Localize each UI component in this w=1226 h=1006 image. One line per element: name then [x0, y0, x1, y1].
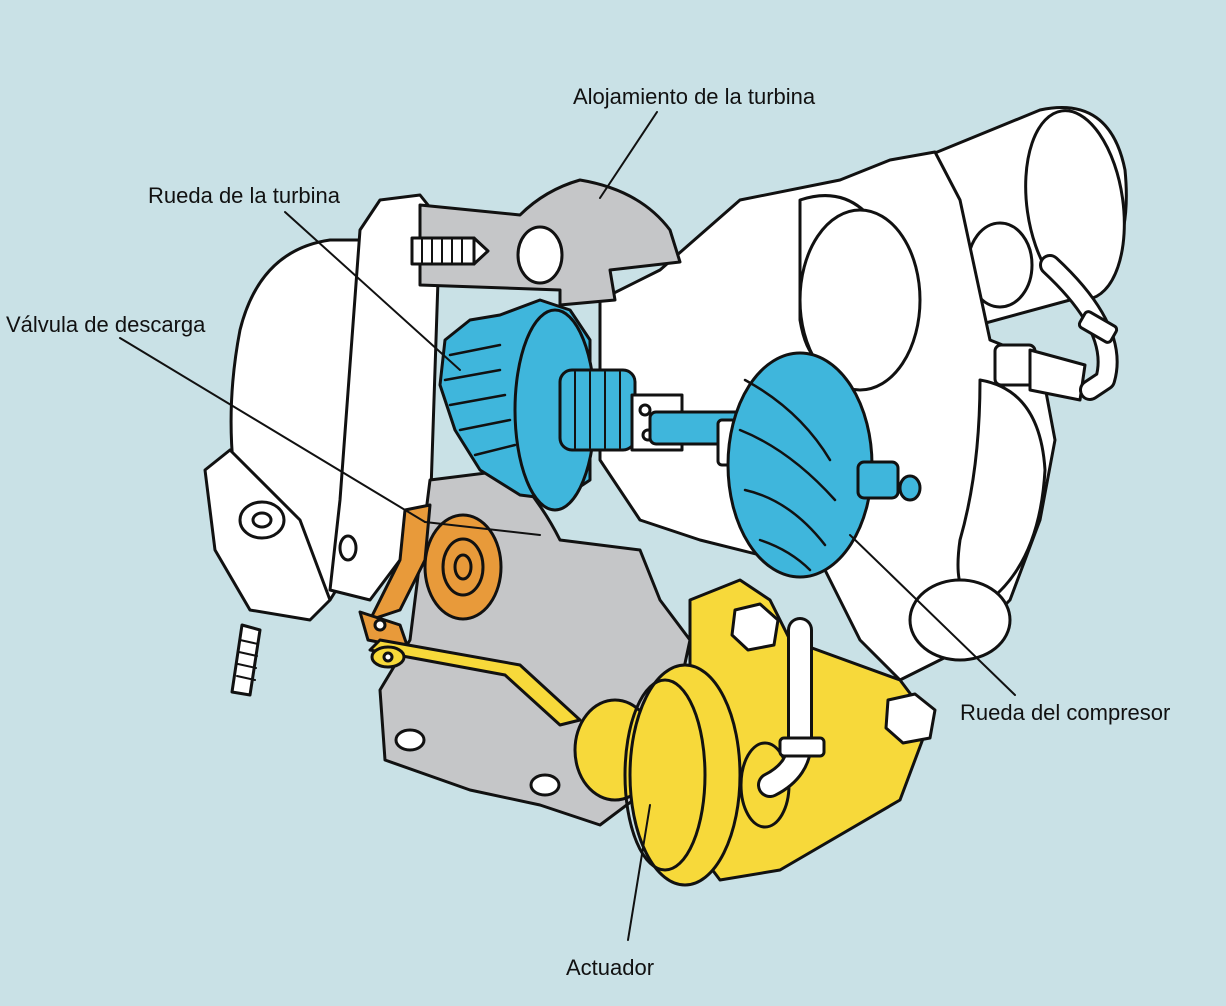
wastegate-valve — [358, 503, 503, 650]
leader-actuator — [627, 804, 651, 941]
actuator — [573, 663, 791, 887]
label-wastegate-valve: Válvula de descarga — [6, 312, 206, 337]
compressor-wheel — [726, 351, 922, 579]
hose-clamp-icon — [1077, 310, 1119, 344]
actuator-hose — [757, 617, 826, 798]
label-compressor-wheel: Rueda del compresor — [960, 700, 1171, 725]
leader-housing — [599, 111, 658, 199]
label-turbine-housing: Alojamiento de la turbina — [573, 84, 816, 109]
leader-wheel — [284, 211, 461, 371]
actuator-rod — [368, 638, 582, 727]
label-turbine-wheel: Rueda de la turbina — [148, 183, 341, 208]
leader-compressor — [849, 534, 1016, 696]
label-actuator: Actuador — [566, 955, 655, 980]
leader-lines — [119, 111, 1016, 941]
turbine-wheel — [438, 298, 597, 512]
turbine-side-housing — [203, 193, 442, 622]
bolt-icon — [410, 236, 490, 266]
nut-icon — [730, 602, 937, 745]
mounting-stud — [230, 623, 262, 697]
compressor-inlet — [928, 106, 1128, 332]
compressor-fitting — [993, 254, 1119, 402]
leader-wastegate — [119, 337, 426, 523]
turbine-housing — [418, 178, 682, 307]
